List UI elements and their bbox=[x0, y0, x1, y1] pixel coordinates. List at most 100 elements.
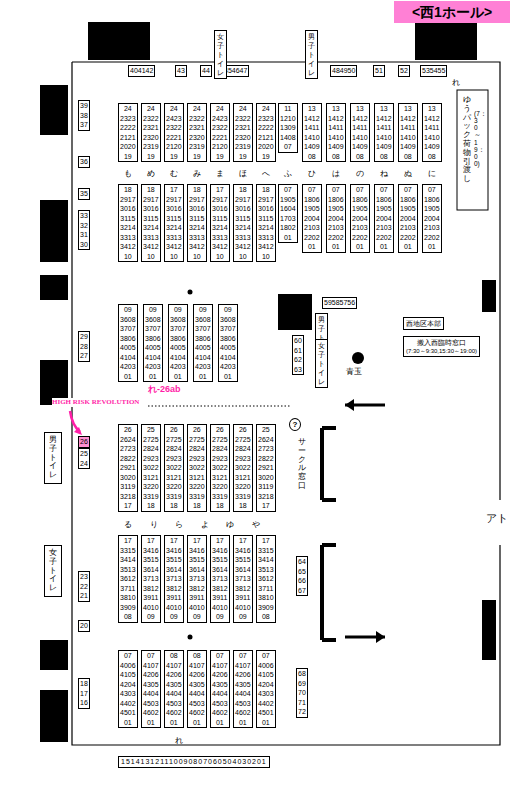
row-letter: め bbox=[147, 169, 155, 179]
booth-block: 26 2725 2824 2923 3022 3121 3220 3319 18 bbox=[187, 424, 207, 512]
box-text: 男子トイレ bbox=[49, 436, 57, 480]
wall-bracket bbox=[322, 428, 336, 640]
booth-block: 18 2917 3016 3115 3214 3313 3412 10 bbox=[187, 184, 207, 262]
booth-block: 09 3608 3707 3806 4005 4104 4203 01 bbox=[143, 304, 163, 382]
booth-block: 24 2323 2222 2121 2020 19 bbox=[256, 103, 276, 162]
booth-block: 24 2323 2222 2121 2020 19 bbox=[118, 103, 138, 162]
row-letter: る bbox=[124, 520, 132, 530]
booth-block: 09 3608 3707 3806 4005 4104 4203 01 bbox=[193, 304, 213, 382]
row-letter: に bbox=[428, 169, 436, 179]
row-letter: り bbox=[150, 520, 158, 530]
toilet-sign: 女子トイレ bbox=[44, 545, 62, 597]
dot bbox=[188, 290, 193, 295]
box-text: 女子トイレ bbox=[49, 549, 57, 593]
booth-block: 07 1806 1905 2004 2103 2202 01 bbox=[350, 184, 370, 253]
booth-block: 08 4107 4206 4305 4404 4503 4602 01 bbox=[187, 650, 207, 728]
row-letter: は bbox=[332, 169, 340, 179]
highlight-label: れ-26ab bbox=[148, 384, 181, 395]
booth-block: 07 1806 1905 2004 2103 2202 01 bbox=[326, 184, 346, 253]
row-letter: ほ bbox=[239, 169, 247, 179]
booth-block: 26 2725 2824 2923 3022 3121 3220 3319 18 bbox=[233, 424, 253, 512]
row-letter: ひ bbox=[308, 169, 316, 179]
booth-block: 17 3416 3515 3614 3713 3812 3911 4010 09 bbox=[233, 535, 253, 623]
booth-block: 17 3315 3414 3513 3612 3711 3810 3909 08 bbox=[256, 535, 276, 623]
booth-block: 13 1412 1411 1410 1409 08 bbox=[302, 103, 322, 162]
circle-name: HIGH RISK REVOLUTION bbox=[52, 398, 139, 407]
booth-block: 24 2322 2321 2320 2319 19 bbox=[187, 103, 207, 162]
booth-block: 07 1806 1905 2004 2103 2202 01 bbox=[302, 184, 322, 253]
booth-block: 09 3608 3707 3806 4005 4104 4203 01 bbox=[118, 304, 138, 382]
row-letter: れ bbox=[452, 78, 460, 88]
wall-booth-number: 484950 bbox=[330, 65, 357, 77]
row-letter: ふ bbox=[284, 169, 292, 179]
booth-block: 24 2423 2322 2221 2120 19 bbox=[164, 103, 184, 162]
row-letter: ぬ bbox=[404, 169, 412, 179]
booth-block: 07 4006 4105 4204 4303 4402 4501 01 bbox=[256, 650, 276, 728]
wall-booth-number: 60 61 62 63 bbox=[292, 335, 304, 375]
wall-booth-number: 59585756 bbox=[322, 297, 357, 309]
booth-block: 07 4107 4206 4305 4404 4503 4602 01 bbox=[233, 650, 253, 728]
entrance-box: 搬入西臨時窓口(7:30～9:30,15:30～19:00) bbox=[403, 336, 480, 357]
row-letter: も bbox=[124, 169, 132, 179]
booth-block: 07 1905 1604 1703 1802 01 bbox=[278, 184, 298, 243]
box-text: 搬入西臨時窓口 bbox=[406, 338, 477, 347]
office-box: 西地区本部 bbox=[403, 317, 444, 330]
booth-block: 07 4107 4206 4305 4404 4503 4602 01 bbox=[141, 650, 161, 728]
booth-block: 08 4107 4206 4305 4404 4503 4602 01 bbox=[164, 650, 184, 728]
wall-booth-number: 35 bbox=[78, 188, 90, 200]
wall-booth-number: 39 38 37 bbox=[78, 100, 90, 131]
row-letter: ら bbox=[175, 520, 183, 530]
booth-block: 17 3416 3515 3614 3713 3812 3911 4010 09 bbox=[187, 535, 207, 623]
booth-block: 17 3315 3414 3513 3612 3711 3810 3909 08 bbox=[118, 535, 138, 623]
cut-off-sign: アト bbox=[486, 512, 508, 525]
toilet-sign: 男子トイレ bbox=[44, 432, 62, 484]
booth-block: 17 3416 3515 3614 3713 3812 3911 4010 09 bbox=[141, 535, 161, 623]
booth-block: 17 2917 3016 3115 3214 3313 3412 10 bbox=[210, 184, 230, 262]
row-letter: ま bbox=[216, 169, 224, 179]
booth-block: 07 1806 1905 2004 2103 2202 01 bbox=[374, 184, 394, 253]
box-text: <西1ホール> bbox=[396, 2, 508, 22]
highlighted-booth: 26 bbox=[78, 436, 90, 448]
booth-block: 07 4006 4105 4204 4303 4402 4501 01 bbox=[118, 650, 138, 728]
wall-booth-number: 52 bbox=[398, 65, 410, 77]
wall-booth-number: 404142 bbox=[128, 65, 155, 77]
row-letter: ゆ bbox=[226, 520, 234, 530]
booth-block: 09 3608 3707 3806 4005 4104 4203 01 bbox=[168, 304, 188, 382]
booth-block: 17 3416 3515 3614 3713 3812 3911 4010 09 bbox=[210, 535, 230, 623]
toilet-sign: 男子 トイレ bbox=[305, 30, 318, 79]
toilet-sign: 女子 トイレ bbox=[214, 30, 227, 79]
booth-block: 25 2725 2824 2923 3022 3121 3220 3319 18 bbox=[141, 424, 161, 512]
booth-block: 18 2917 3016 3115 3214 3313 3412 10 bbox=[118, 184, 138, 262]
row-letter: む bbox=[170, 169, 178, 179]
vertical-note: (7：30～19：00) bbox=[474, 110, 481, 167]
dotted-line bbox=[148, 406, 290, 407]
box-text: 女子 トイレ bbox=[318, 341, 325, 386]
wall-booth-number: 25 24 bbox=[78, 448, 90, 469]
dot bbox=[188, 635, 193, 640]
arrowhead bbox=[345, 399, 354, 411]
wall-booth-number: 151413121110090807060504030201 bbox=[118, 756, 270, 768]
booth-block: 09 3608 3707 3806 4005 4104 4203 01 bbox=[218, 304, 238, 382]
booth-block: 18 2917 3016 3115 3214 3313 3412 10 bbox=[141, 184, 161, 262]
wall-booth-number: 51 bbox=[373, 65, 385, 77]
booth-block: 13 1412 1411 1410 1409 08 bbox=[374, 103, 394, 162]
booth-block: 13 1412 1411 1410 1409 08 bbox=[326, 103, 346, 162]
booth-block: 24 2322 2321 2320 2319 19 bbox=[141, 103, 161, 162]
wall-booth-number: 33 32 31 30 bbox=[78, 210, 90, 250]
row-letter: よ bbox=[201, 520, 209, 530]
pillars bbox=[40, 22, 496, 742]
booth-block: 13 1412 1411 1410 1409 08 bbox=[350, 103, 370, 162]
booth-block: 13 1412 1411 1410 1409 08 bbox=[398, 103, 418, 162]
vertical-note: ゆうパック荷物引渡し bbox=[463, 96, 471, 184]
wall-booth-number: 44 bbox=[200, 65, 212, 77]
booth-block: 26 2725 2824 2923 3022 3121 3220 3319 18 bbox=[210, 424, 230, 512]
toilet-sign: 女子 トイレ bbox=[315, 339, 328, 388]
row-letter: へ bbox=[262, 169, 270, 179]
booth-block: 07 4107 4206 4305 4404 4503 4602 01 bbox=[210, 650, 230, 728]
wall-booth-number: 64 65 66 67 bbox=[296, 556, 308, 596]
hall-title: <西1ホール> bbox=[394, 1, 510, 23]
vertical-note: サークル窓口 bbox=[298, 438, 306, 491]
wall-booth-number: 18 17 16 bbox=[78, 678, 90, 709]
row-letter: の bbox=[356, 169, 364, 179]
